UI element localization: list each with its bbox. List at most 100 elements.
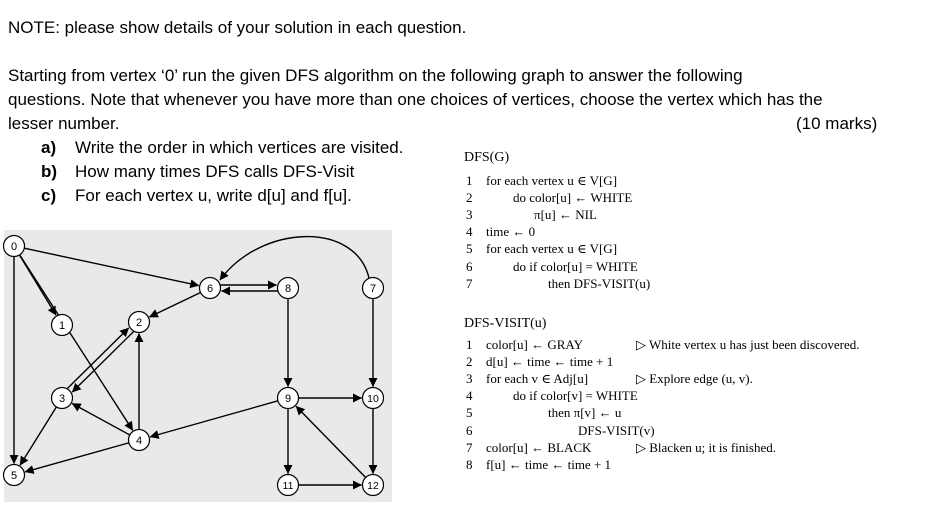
intro-line-3: lesser number. <box>8 114 120 133</box>
graph-vertex-7: 7 <box>361 276 385 300</box>
graph-vertex-11: 11 <box>276 473 300 497</box>
visit-line-number: 7 <box>466 440 473 455</box>
graph-vertex-3: 3 <box>50 386 74 410</box>
dfs-line: then DFS-VISIT(u) <box>548 276 651 291</box>
graph-vertex-10: 10 <box>361 386 385 410</box>
visit-line-number: 6 <box>466 423 473 438</box>
graph-vertex-4: 4 <box>127 428 151 452</box>
graph-vertex-label: 11 <box>283 480 294 492</box>
question-a-tag: a) <box>41 138 57 157</box>
graph-vertex-8: 8 <box>276 276 300 300</box>
question-b: b) How many times DFS calls DFS-Visit <box>41 160 354 184</box>
visit-line: do if color[v] = WHITE <box>513 388 638 403</box>
visit-line: DFS-VISIT(v) <box>578 423 655 438</box>
marks-label: (10 marks) <box>796 114 878 133</box>
graph-vertex-label: 10 <box>367 393 379 405</box>
graph-edge <box>219 235 370 281</box>
graph-vertex-12: 12 <box>361 473 385 497</box>
question-c-text: For each vertex u, write d[u] and f[u]. <box>75 186 352 205</box>
dfs-line-number: 6 <box>466 259 473 274</box>
graph-vertex-circle <box>361 386 385 410</box>
dfs-line: for each vertex u ∈ V[G] <box>486 173 618 188</box>
note-line: NOTE: please show details of your soluti… <box>8 18 467 37</box>
graph-vertex-label: 8 <box>285 283 291 295</box>
question-a: a) Write the order in which vertices are … <box>41 136 403 160</box>
graph-edge <box>71 402 131 436</box>
graph-edge <box>149 400 279 439</box>
question-b-tag: b) <box>41 162 58 181</box>
graph-vertex-label: 2 <box>136 317 142 329</box>
graph-vertex-label: 6 <box>207 283 213 295</box>
visit-code: 1 color[u] ← GRAY ▷ White vertex u has j… <box>466 336 916 476</box>
graph-vertex-label: 1 <box>59 320 65 332</box>
visit-line: then π[v] ← u <box>548 405 622 420</box>
visit-line-number: 2 <box>466 354 473 369</box>
graph-vertex-2: 2 <box>127 310 151 334</box>
visit-line-number: 5 <box>466 405 473 420</box>
visit-line: f[u] ← time ← time + 1 <box>486 457 612 472</box>
graph-vertex-circle <box>361 276 385 300</box>
graph-edge <box>19 406 58 466</box>
visit-line: d[u] ← time ← time + 1 <box>486 354 614 369</box>
graph-vertex-5: 5 <box>2 463 26 487</box>
graph-vertex-circle <box>50 313 74 337</box>
visit-line-number: 8 <box>466 457 473 472</box>
graph-vertex-circle <box>276 473 300 497</box>
dfs-line-number: 1 <box>466 173 473 188</box>
dfs-title: DFS(G) <box>464 150 510 165</box>
visit-line-number: 4 <box>466 388 473 403</box>
graph-vertex-label: 4 <box>136 435 142 447</box>
graph-edge <box>148 291 201 318</box>
intro-line-1: Starting from vertex ‘0’ run the given D… <box>8 66 743 85</box>
graph-vertex-circle <box>198 276 222 300</box>
graph-edge <box>24 442 130 474</box>
graph-vertex-circle <box>276 276 300 300</box>
graph-edge <box>71 331 135 393</box>
dfs-line-number: 4 <box>466 224 473 239</box>
question-c-tag: c) <box>41 186 57 205</box>
graph-vertex-circle <box>361 473 385 497</box>
dfs-line-number: 3 <box>466 207 473 222</box>
graph-vertex-9: 9 <box>276 386 300 410</box>
intro-line-2: questions. Note that whenever you have m… <box>8 90 823 109</box>
graph-edge <box>66 327 130 389</box>
graph-vertex-1: 1 <box>50 313 74 337</box>
question-a-text: Write the order in which vertices are vi… <box>75 138 404 157</box>
graph-vertex-circle <box>127 310 151 334</box>
dfs-line-number: 7 <box>466 276 473 291</box>
dfs-line: time ← 0 <box>486 224 536 239</box>
dfs-line: do if color[u] = WHITE <box>513 259 638 274</box>
visit-comment: ▷ Blacken u; it is finished. <box>636 440 776 455</box>
visit-comment: ▷ White vertex u has just been discovere… <box>636 337 860 352</box>
visit-line: color[u] ← GRAY <box>486 337 584 352</box>
graph-vertex-circle <box>127 428 151 452</box>
graph-vertex-label: 0 <box>11 241 17 253</box>
graph-vertex-label: 3 <box>59 393 65 405</box>
visit-comment: ▷ Explore edge (u, v). <box>636 371 753 386</box>
visit-line-number: 1 <box>466 337 473 352</box>
visit-line: color[u] ← BLACK <box>486 440 592 455</box>
graph-vertex-circle <box>50 386 74 410</box>
dfs-line: do color[u] ← WHITE <box>513 190 633 205</box>
dfs-line-number: 5 <box>466 241 473 256</box>
dfs-line-number: 2 <box>466 190 473 205</box>
visit-title: DFS-VISIT(u) <box>464 316 547 331</box>
dfs-line: for each vertex u ∈ V[G] <box>486 241 618 256</box>
question-b-text: How many times DFS calls DFS-Visit <box>75 162 355 181</box>
dfs-line: π[u] ← NIL <box>534 207 597 222</box>
graph-edge <box>24 247 200 289</box>
graph-vertex-6: 6 <box>198 276 222 300</box>
graph-vertex-circle <box>2 463 26 487</box>
graph-vertex-circle <box>2 234 26 258</box>
question-c: c) For each vertex u, write d[u] and f[u]… <box>41 184 352 208</box>
graph-vertex-circle <box>276 386 300 410</box>
graph-vertex-0: 0 <box>2 234 26 258</box>
graph-vertex-label: 9 <box>285 393 291 405</box>
graph-edge <box>295 405 367 478</box>
visit-line: for each v ∈ Adj[u] <box>486 371 589 386</box>
graph-background <box>4 230 392 502</box>
graph-vertex-label: 7 <box>370 283 376 295</box>
graph-vertex-label: 12 <box>367 480 379 492</box>
graph-edge <box>19 254 134 431</box>
